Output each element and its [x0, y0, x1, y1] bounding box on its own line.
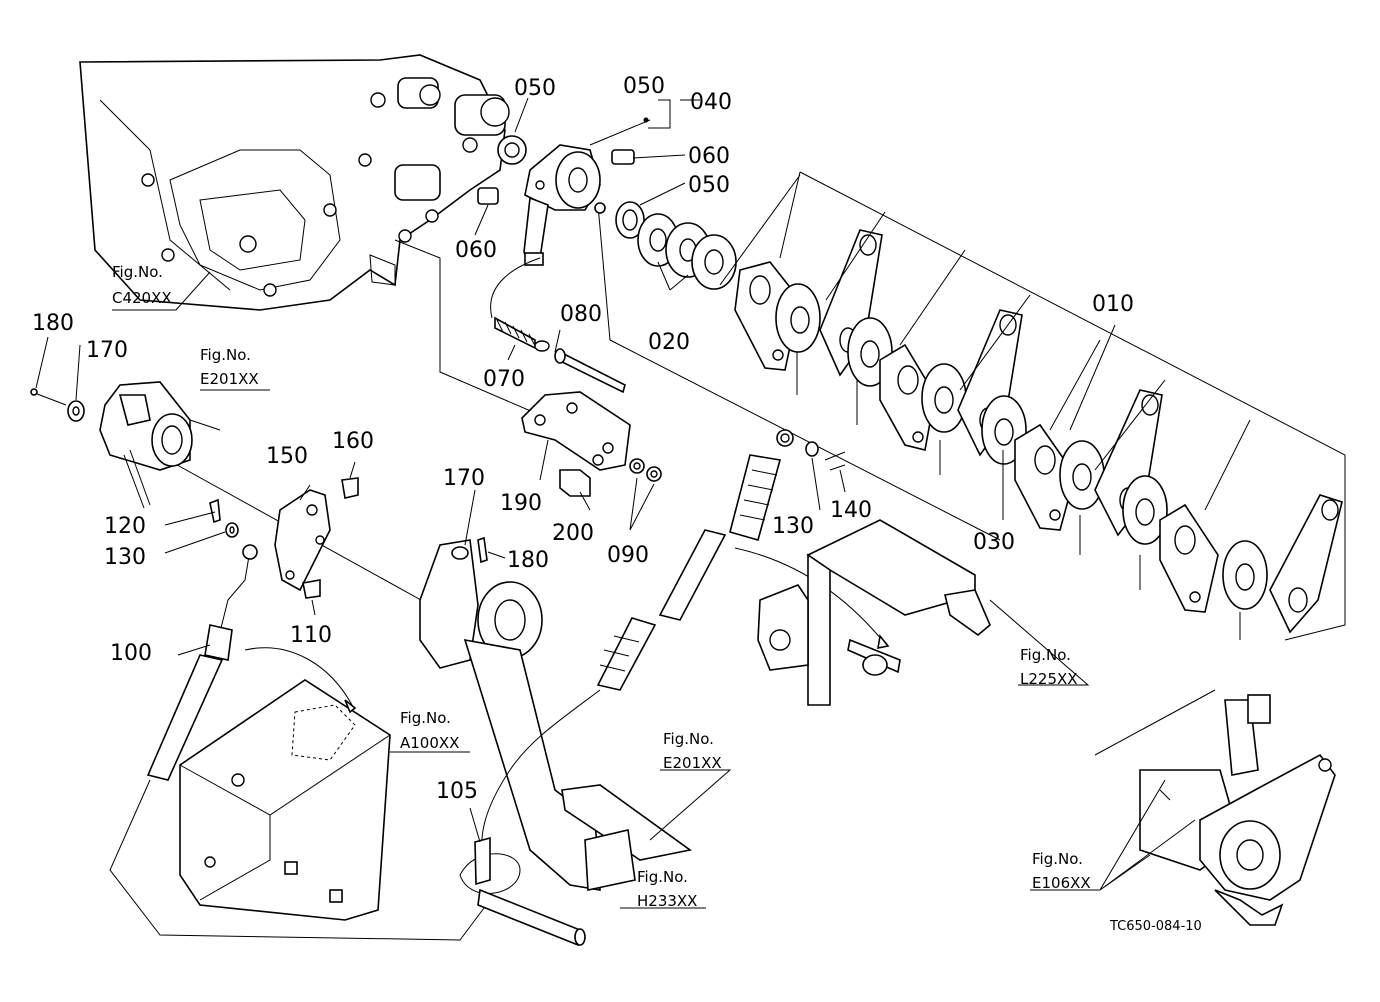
callout-140: 140 — [830, 498, 872, 523]
callout-130-left: 130 — [104, 545, 146, 570]
fig-label-e201-right: Fig.No. — [663, 730, 714, 748]
transmission-case — [79, 54, 510, 311]
callout-100: 100 — [110, 641, 152, 666]
callout-050-right: 050 — [688, 173, 730, 198]
callout-050-left: 050 — [514, 76, 556, 101]
bracket-a100 — [179, 647, 391, 921]
callout-180-center: 180 — [507, 548, 549, 573]
callout-040: 040 — [690, 90, 732, 115]
washer-set-020 — [637, 213, 737, 290]
clamp-105 — [459, 836, 586, 947]
bolt-200 — [559, 469, 591, 497]
nuts-090 — [629, 458, 662, 482]
fig-e106: E106XX — [1032, 874, 1091, 892]
figure-references: Fig.No. C420XX Fig.No. E201XX Fig.No. A1… — [112, 263, 1091, 910]
assembly-e106 — [1094, 689, 1336, 926]
figure-reference-lines — [35, 97, 1196, 909]
shaft-boss-assembly — [477, 135, 645, 266]
fig-c420: C420XX — [112, 289, 172, 307]
cable-100 — [109, 544, 491, 941]
callout-060-left: 060 — [455, 238, 497, 263]
callout-160: 160 — [332, 429, 374, 454]
callout-170-left: 170 — [86, 338, 128, 363]
callout-080: 080 — [560, 302, 602, 327]
fig-l225: L225XX — [1020, 670, 1078, 688]
callout-170-center: 170 — [443, 466, 485, 491]
callout-120: 120 — [104, 514, 146, 539]
fig-e201-right: E201XX — [663, 754, 722, 772]
callout-030: 030 — [973, 530, 1015, 555]
fig-label-e106: Fig.No. — [1032, 850, 1083, 868]
fig-h233: H233XX — [637, 892, 697, 910]
fig-label-h233: Fig.No. — [637, 868, 688, 886]
callout-110: 110 — [290, 623, 332, 648]
spring-070 — [490, 257, 550, 352]
callout-labels: 050 040 050 060 050 060 010 020 080 070 … — [32, 74, 1134, 804]
callout-130-right: 130 — [772, 514, 814, 539]
callout-060-right: 060 — [688, 144, 730, 169]
bracket-190 — [521, 391, 631, 471]
fig-label-l225: Fig.No. — [1020, 646, 1071, 664]
fig-a100: A100XX — [400, 734, 459, 752]
fig-label-c420: Fig.No. — [112, 263, 163, 281]
callout-050-top: 050 — [623, 74, 665, 99]
plate-stack-010-030 — [719, 171, 1346, 641]
fig-label-a100: Fig.No. — [400, 709, 451, 727]
left-boss-assembly — [30, 381, 193, 509]
callout-070: 070 — [483, 367, 525, 392]
pin-080 — [554, 348, 626, 394]
fig-e201-left: E201XX — [200, 370, 259, 388]
pin-120-130 — [209, 498, 239, 538]
callout-010: 010 — [1092, 292, 1134, 317]
drawing-code: TC650-084-10 — [1109, 919, 1202, 934]
callout-200: 200 — [552, 521, 594, 546]
callout-020: 020 — [648, 330, 690, 355]
fig-label-e201-left: Fig.No. — [200, 346, 251, 364]
callout-105: 105 — [436, 779, 478, 804]
callout-150: 150 — [266, 444, 308, 469]
lever-150 — [274, 477, 359, 599]
callout-090: 090 — [607, 543, 649, 568]
callout-190: 190 — [500, 491, 542, 516]
pedal-assembly — [419, 536, 692, 891]
bracket-l225 — [757, 519, 991, 706]
callout-180-left: 180 — [32, 311, 74, 336]
